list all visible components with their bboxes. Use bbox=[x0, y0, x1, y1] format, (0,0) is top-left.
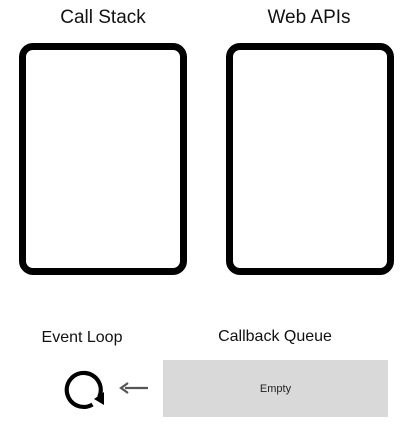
call-stack-title: Call Stack bbox=[60, 7, 146, 28]
callback-queue-label: Callback Queue bbox=[218, 328, 332, 345]
event-loop-label: Event Loop bbox=[41, 329, 123, 346]
callback-queue-box: Empty bbox=[163, 360, 388, 417]
web-apis-panel bbox=[226, 43, 394, 275]
web-apis-title: Web APIs bbox=[267, 7, 351, 28]
arrow-left-icon bbox=[119, 382, 148, 394]
refresh-loop-icon bbox=[64, 370, 104, 410]
queue-status-text: Empty bbox=[259, 382, 292, 395]
call-stack-panel bbox=[19, 43, 187, 275]
